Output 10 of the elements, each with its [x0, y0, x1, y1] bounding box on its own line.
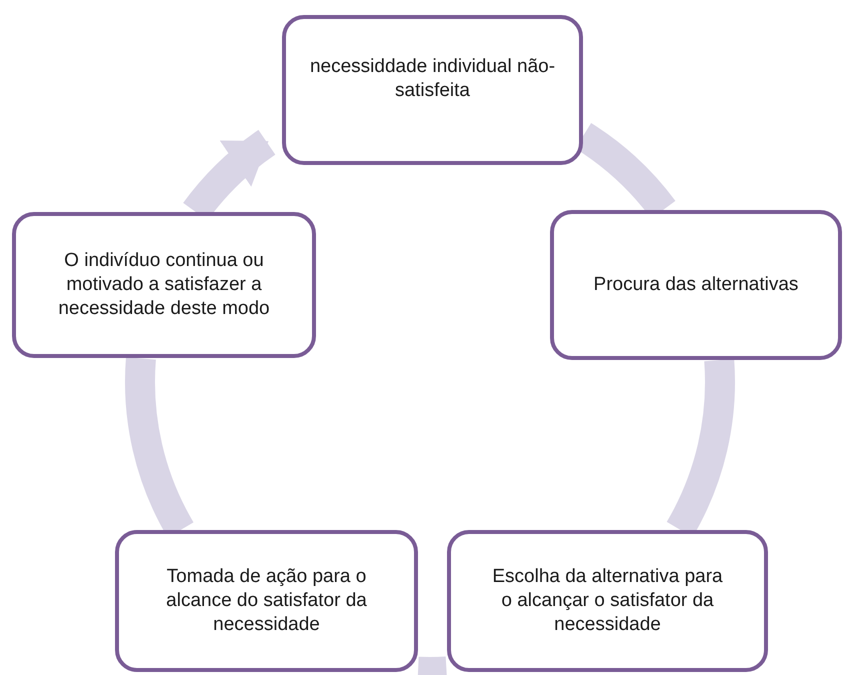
process-box: [550, 210, 842, 360]
step-text: Escolha da alternativa para o alcançar o satisfator da necessidade: [491, 564, 724, 638]
process-box: [12, 212, 316, 358]
step-text: Procura das alternativas: [594, 272, 798, 297]
process-box: [282, 15, 583, 165]
process-box: [115, 530, 418, 672]
step-text: Tomada de ação para o alcance do satisfator da necessidade: [165, 564, 368, 638]
step-text: necessiddade individual não- satisfeita: [308, 54, 556, 103]
process-box: [447, 530, 768, 672]
step-text: O indivíduo continua ou motivado a satisfazer a necessidade deste modo: [57, 248, 271, 322]
